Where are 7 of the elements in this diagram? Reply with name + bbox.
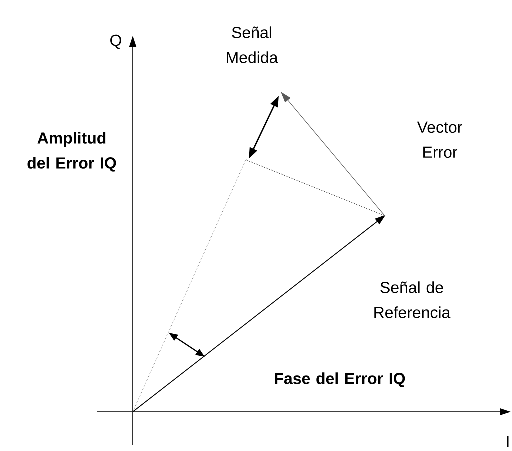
vector-label: Señal Medida — [227, 26, 278, 64]
axis-label: I — [507, 436, 509, 448]
vector-label: Señal de Referencia — [374, 282, 451, 318]
error-label: Fase del Error IQ — [275, 372, 406, 388]
vector-label: Vector Error — [417, 122, 462, 158]
error-label: Amplitud del Error IQ — [28, 132, 116, 172]
axis-label: Q — [110, 34, 122, 50]
